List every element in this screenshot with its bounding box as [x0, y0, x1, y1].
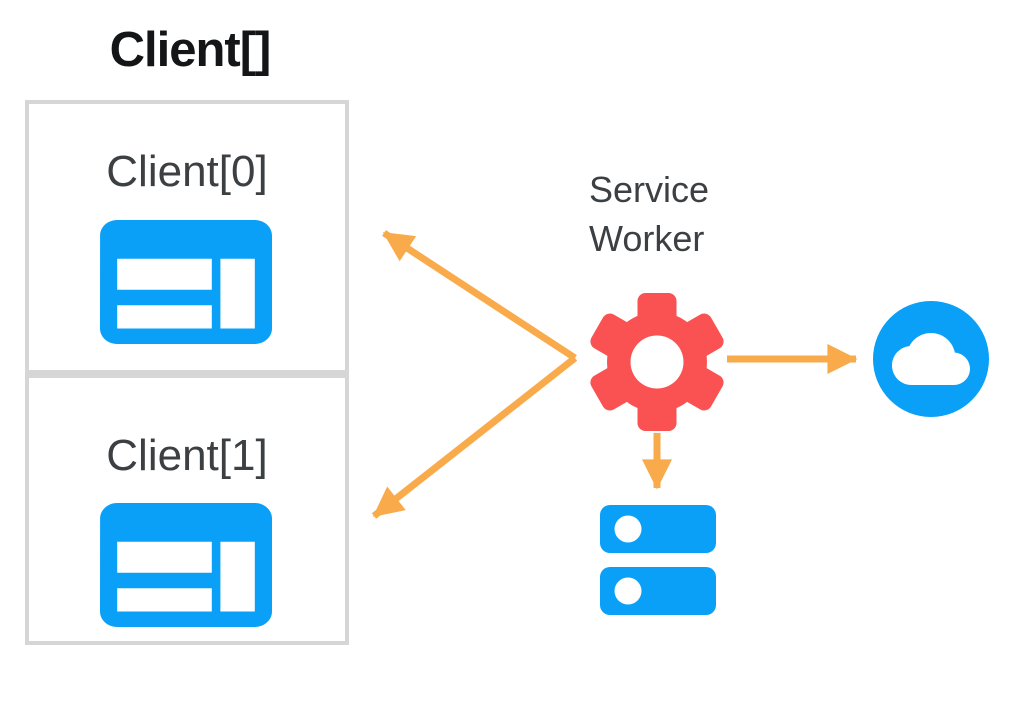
storage-stack-icon: [600, 505, 717, 622]
diagram-title: Client[]: [109, 23, 272, 77]
cloud-icon: [872, 300, 990, 423]
arrow-sw-to-client1: [371, 355, 578, 519]
arrow-sw-to-client0: [382, 230, 577, 361]
gear-icon: [587, 292, 727, 437]
client0-label: Client[0]: [106, 147, 268, 196]
client1-label: Client[1]: [106, 431, 268, 480]
service-worker-label: Service Worker: [589, 169, 710, 259]
browser-window-icon: [100, 220, 272, 349]
browser-window-icon: [100, 503, 272, 632]
